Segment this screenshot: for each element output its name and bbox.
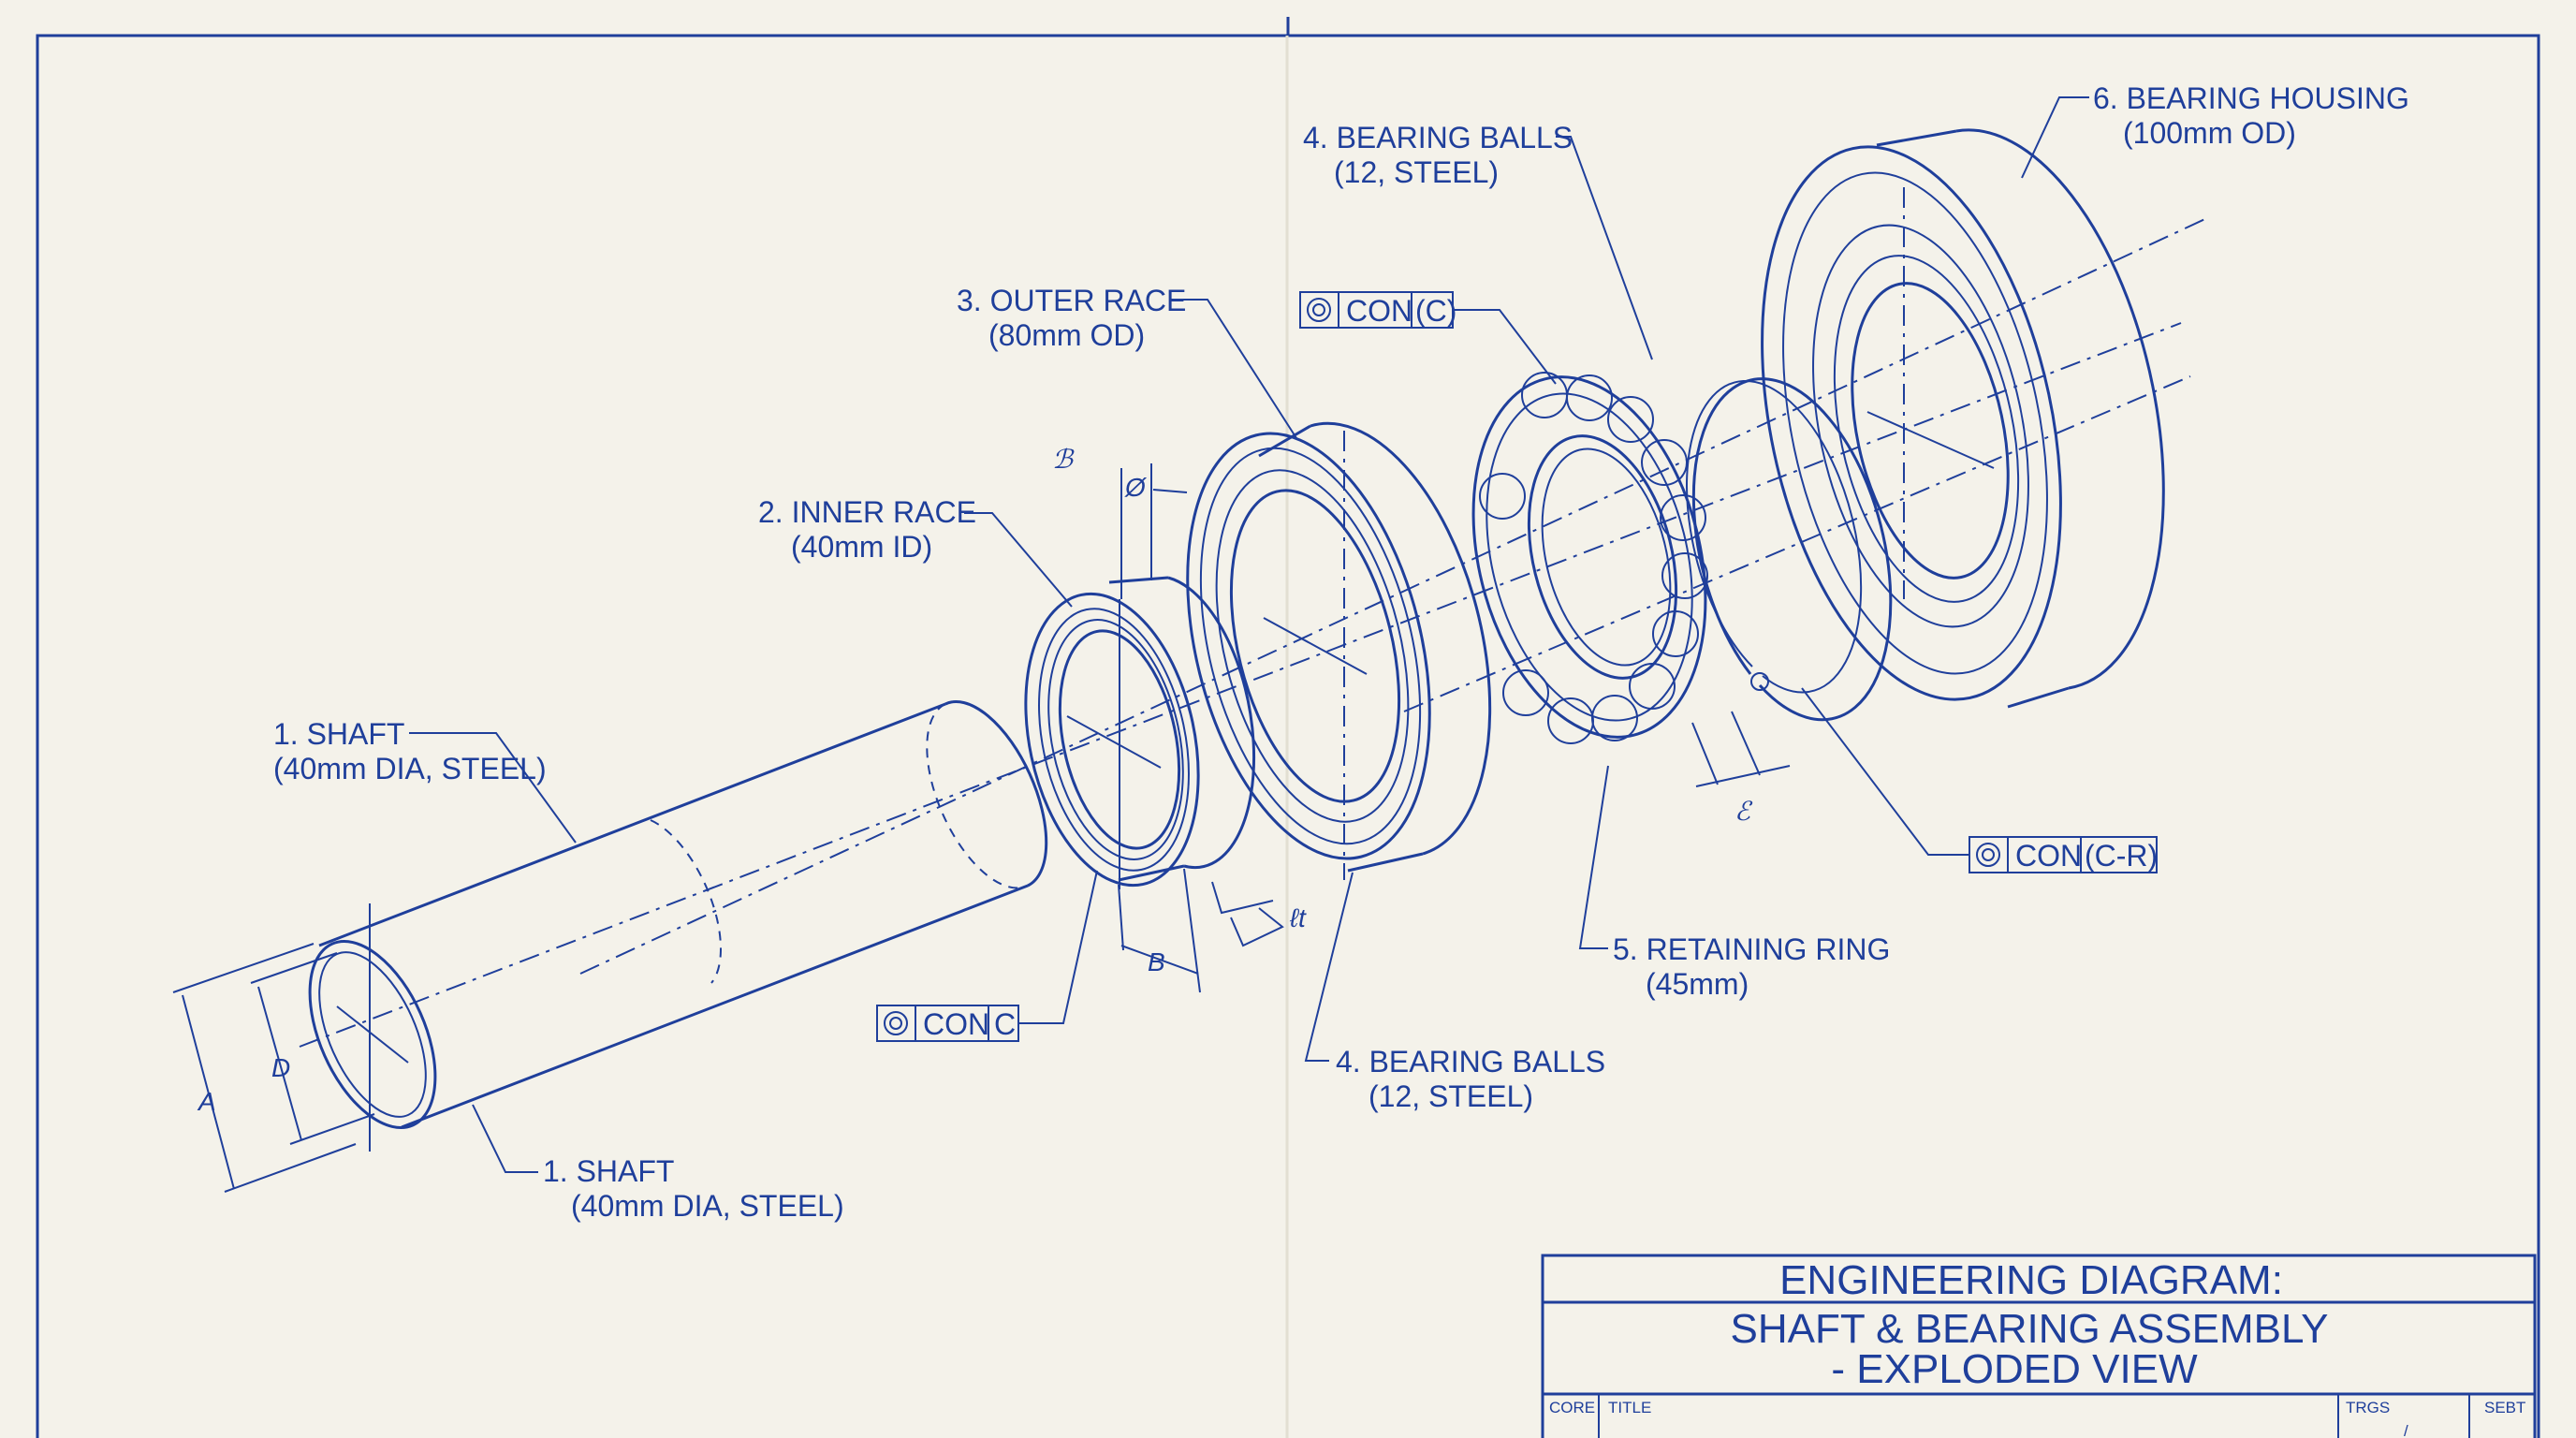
svg-text:(45mm): (45mm): [1646, 967, 1749, 1001]
concentricity-callout-bottom: CON C: [876, 1005, 1019, 1042]
label-housing: 6. BEARING HOUSING (100mm OD): [2093, 81, 2409, 150]
dimension-phi: Ø ℬ: [1052, 445, 1188, 599]
concentricity-icon: [884, 1011, 908, 1035]
leader-balls-top: [1556, 136, 1653, 360]
dim-label-b: B: [1148, 947, 1165, 976]
label-shaft-top: 1. SHAFT (40mm DIA, STEEL): [273, 717, 547, 785]
dimension-b: B: [1118, 868, 1201, 993]
label-balls-bottom: 4. BEARING BALLS (12, STEEL): [1336, 1045, 1605, 1113]
title-block-cell-sebt: SEBT: [2484, 1399, 2525, 1416]
assembly-centerline-lower: [1403, 375, 2191, 712]
title-block-title-line2: - EXPLODED VIEW: [1831, 1346, 2198, 1392]
assembly-centerline: [299, 322, 2182, 1048]
svg-text:CON: CON: [1346, 294, 1412, 328]
assembly-centerline-upper: [579, 216, 2210, 975]
svg-text:(C-R): (C-R): [2085, 839, 2158, 873]
leader-ring: [1578, 765, 1609, 949]
retaining-ring: [1686, 377, 1893, 722]
ball-cage: [1471, 372, 1708, 744]
label-shaft-bottom: 1. SHAFT (40mm DIA, STEEL): [543, 1154, 844, 1223]
svg-text:2. INNER RACE: 2. INNER RACE: [758, 495, 976, 529]
inner-race: [1024, 576, 1256, 889]
svg-text:(C): (C): [1415, 294, 1456, 328]
svg-text:4. BEARING BALLS: 4. BEARING BALLS: [1336, 1045, 1605, 1078]
svg-text:(80mm OD): (80mm OD): [988, 318, 1145, 352]
leader-con-cr: [1801, 687, 1969, 856]
concentricity-callout-right: CON (C-R): [1969, 836, 2158, 873]
leader-outer-race: [1170, 299, 1297, 439]
dimension-d: D: [250, 952, 375, 1145]
dim-label-t: ℓt: [1289, 903, 1307, 932]
dimension-t: ℓt: [1211, 881, 1307, 947]
dim-label-phi: Ø: [1124, 473, 1148, 502]
concentricity-callout-top: CON (C): [1299, 291, 1456, 329]
leader-con-top: [1453, 309, 1557, 385]
concentricity-icon: [1307, 298, 1331, 322]
label-retaining-ring: 5. RETAINING RING (45mm): [1613, 932, 1890, 1001]
label-inner-race: 2. INNER RACE (40mm ID): [758, 495, 976, 564]
title-block-cell-trgs: TRGS: [2346, 1399, 2390, 1416]
dim-label-a: A: [197, 1087, 216, 1116]
title-block-trgs-mark: /: [2404, 1422, 2408, 1438]
leader-balls-bottom: [1304, 872, 1354, 1062]
svg-text:C: C: [994, 1007, 1016, 1041]
leader-inner-race: [964, 512, 1073, 608]
leader-shaft-top: [409, 732, 577, 844]
label-balls-top: 4. BEARING BALLS (12, STEEL): [1303, 121, 1573, 189]
title-block-title-line1: SHAFT & BEARING ASSEMBLY: [1730, 1306, 2328, 1352]
svg-text:(100mm OD): (100mm OD): [2123, 116, 2296, 150]
leader-shaft-bottom: [472, 1104, 538, 1173]
leader-con-bottom: [1018, 870, 1098, 1024]
svg-text:(40mm ID): (40mm ID): [791, 530, 932, 564]
bearing-ball-set: [1479, 372, 1708, 744]
svg-text:CON: CON: [2015, 839, 2082, 873]
dim-label-phi2: ℬ: [1052, 445, 1075, 474]
svg-text:CON: CON: [923, 1007, 989, 1041]
svg-text:(40mm DIA, STEEL): (40mm DIA, STEEL): [273, 752, 547, 785]
bearing-housing: [1761, 128, 2165, 709]
dimension-e: ℰ: [1691, 711, 1791, 826]
label-outer-race: 3. OUTER RACE (80mm OD): [957, 284, 1186, 352]
svg-text:(40mm DIA, STEEL): (40mm DIA, STEEL): [571, 1189, 844, 1223]
dim-label-e: ℰ: [1734, 797, 1753, 826]
dim-label-d: D: [271, 1053, 290, 1082]
svg-text:6. BEARING HOUSING: 6. BEARING HOUSING: [2093, 81, 2409, 115]
concentricity-icon: [1976, 843, 2000, 867]
title-block-cell-core: CORE: [1549, 1399, 1595, 1416]
svg-text:(12, STEEL): (12, STEEL): [1334, 155, 1499, 189]
svg-text:1. SHAFT: 1. SHAFT: [543, 1154, 674, 1188]
svg-text:5. RETAINING RING: 5. RETAINING RING: [1613, 932, 1890, 966]
svg-text:1. SHAFT: 1. SHAFT: [273, 717, 404, 751]
svg-text:(12, STEEL): (12, STEEL): [1368, 1079, 1533, 1113]
title-block: ENGINEERING DIAGRAM: SHAFT & BEARING ASS…: [1541, 1254, 2537, 1438]
title-block-heading: ENGINEERING DIAGRAM:: [1779, 1257, 2283, 1303]
leader-housing: [2021, 96, 2089, 179]
outer-race: [1186, 421, 1492, 880]
title-block-cell-title: TITLE: [1608, 1399, 1651, 1416]
svg-text:3. OUTER RACE: 3. OUTER RACE: [957, 284, 1186, 317]
dimension-a: A: [172, 943, 357, 1193]
svg-text:4. BEARING BALLS: 4. BEARING BALLS: [1303, 121, 1573, 154]
